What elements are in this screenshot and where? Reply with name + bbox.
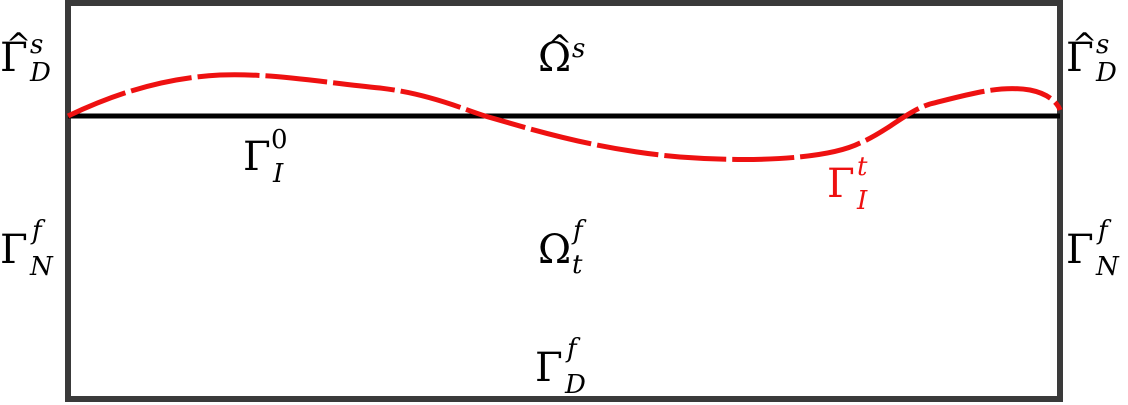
fluid-domain-superscript: f xyxy=(573,216,583,246)
fluid-domain-symbol: Ω xyxy=(538,227,572,273)
fluid-neumann-right-symbol: Γ xyxy=(1066,227,1094,273)
solid-dirichlet-left-hat: ^ xyxy=(6,27,32,62)
solid-dirichlet-right-subscript: D xyxy=(1096,58,1117,88)
initial-interface-symbol: Γ xyxy=(243,134,271,180)
solid-dirichlet-left-subscript: D xyxy=(30,58,51,88)
domain-frame xyxy=(65,0,1063,402)
solid-dirichlet-right-superscript: s xyxy=(1096,30,1110,60)
fluid-neumann-left-superscript: f xyxy=(32,216,42,246)
initial-interface-superscript: 0 xyxy=(271,125,288,155)
solid-domain-symbol: Ω xyxy=(538,35,572,81)
solid-domain-label: ^ Ω s xyxy=(538,32,585,81)
fluid-dirichlet-bottom-symbol: Γ xyxy=(535,345,563,391)
fluid-neumann-right-superscript: f xyxy=(1098,216,1108,246)
solid-dirichlet-left-superscript: s xyxy=(30,30,44,60)
fluid-dirichlet-bottom-subscript: D xyxy=(565,370,586,400)
current-interface-symbol: Γ xyxy=(827,161,855,207)
fluid-dirichlet-bottom-superscript: f xyxy=(567,334,577,364)
fluid-domain-subscript: t xyxy=(572,250,583,280)
solid-dirichlet-left-symbol: Γ xyxy=(0,35,28,81)
fluid-dirichlet-bottom-label: Γ f D xyxy=(535,336,586,398)
fluid-neumann-left-label: Γ f N xyxy=(0,218,53,280)
solid-dirichlet-right-symbol: Γ xyxy=(1066,35,1094,81)
fluid-neumann-right-label: Γ f N xyxy=(1066,218,1119,280)
solid-dirichlet-right-label: ^ Γ s D xyxy=(1066,30,1117,87)
initial-interface-subscript: I xyxy=(273,159,284,189)
deformed-interface-curve xyxy=(66,72,1063,162)
current-interface-subscript: I xyxy=(857,186,868,216)
solid-domain-hat: ^ xyxy=(547,29,573,64)
fluid-neumann-left-subscript: N xyxy=(30,252,53,282)
fluid-domain-label: Ω f t xyxy=(538,218,583,278)
current-interface-superscript: t xyxy=(857,152,868,182)
fluid-neumann-left-symbol: Γ xyxy=(0,227,28,273)
solid-domain-superscript: s xyxy=(572,34,586,64)
solid-dirichlet-left-label: ^ Γ s D xyxy=(0,30,51,87)
solid-dirichlet-right-hat: ^ xyxy=(1072,27,1098,62)
fluid-neumann-right-subscript: N xyxy=(1096,252,1119,282)
current-interface-label: Γ t I xyxy=(827,154,867,214)
initial-interface-label: Γ 0 I xyxy=(243,127,288,187)
